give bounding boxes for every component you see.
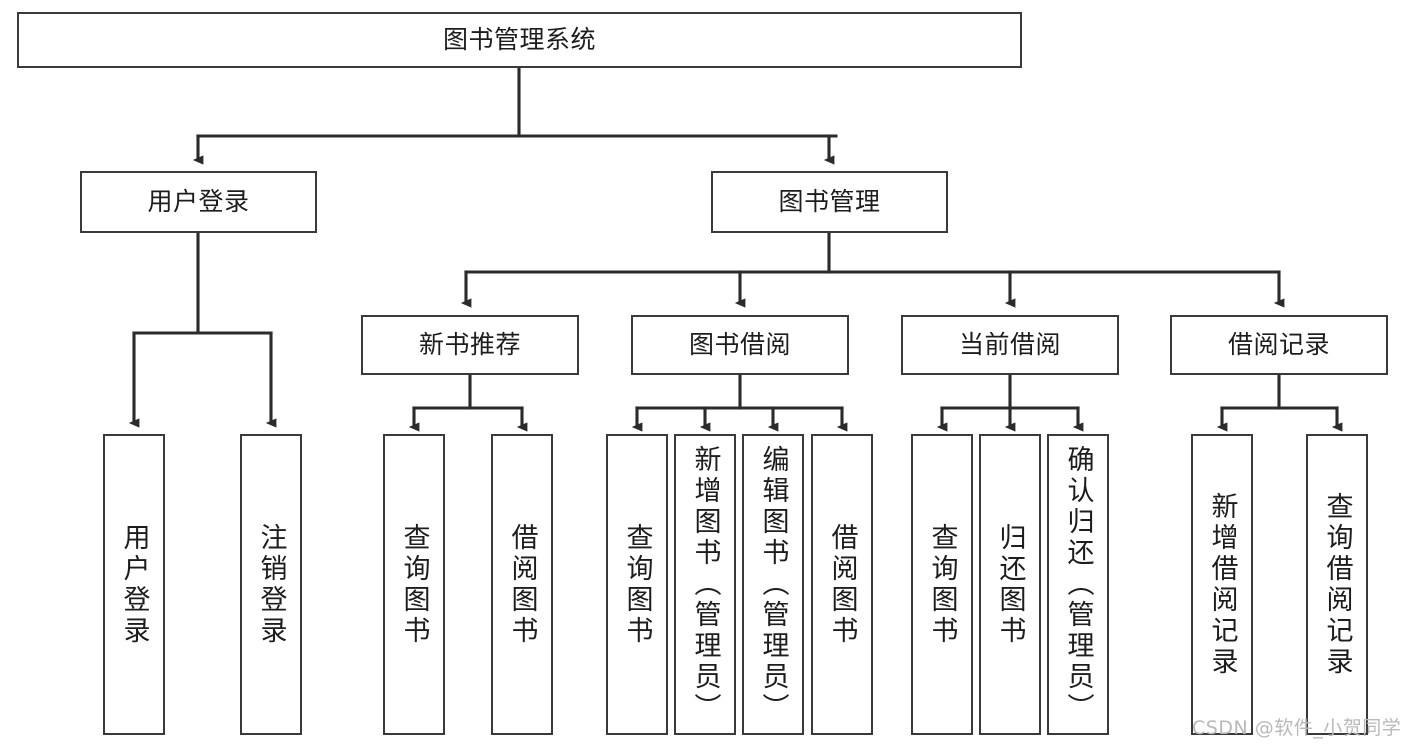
- node-leaf-borrow-edit-label: 编辑图书（管理员）: [757, 445, 789, 724]
- node-current-borrow-label: 当前借阅: [958, 330, 1061, 360]
- node-leaf-borrow-query-label: 查询图书: [621, 522, 653, 647]
- node-leaf-user-login[interactable]: 用户登录: [103, 434, 165, 735]
- node-leaf-borrow-borrow-label: 借阅图书: [826, 522, 858, 647]
- node-new-book-rec[interactable]: 新书推荐: [361, 315, 579, 375]
- node-leaf-cur-return[interactable]: 归还图书: [979, 434, 1041, 735]
- node-book-borrow-label: 图书借阅: [688, 330, 791, 360]
- node-book-borrow[interactable]: 图书借阅: [631, 315, 849, 375]
- node-leaf-rec-query[interactable]: 查询图书: [383, 434, 445, 735]
- node-new-book-rec-label: 新书推荐: [418, 330, 521, 360]
- node-book-manage[interactable]: 图书管理: [711, 171, 948, 233]
- node-leaf-user-logout[interactable]: 注销登录: [240, 434, 302, 735]
- csdn-watermark: CSDN @软件_小贺同学: [1192, 717, 1402, 739]
- node-borrow-record[interactable]: 借阅记录: [1170, 315, 1388, 375]
- node-current-borrow[interactable]: 当前借阅: [901, 315, 1119, 375]
- node-user-login-label: 用户登录: [147, 187, 250, 217]
- node-leaf-cur-query[interactable]: 查询图书: [911, 434, 973, 735]
- node-leaf-cur-confirm-label: 确认归还（管理员）: [1062, 445, 1094, 724]
- node-leaf-cur-return-label: 归还图书: [994, 522, 1026, 647]
- node-leaf-user-login-label: 用户登录: [118, 522, 150, 647]
- node-leaf-rec-search-label: 查询借阅记录: [1321, 491, 1353, 678]
- node-leaf-rec-search[interactable]: 查询借阅记录: [1306, 434, 1368, 735]
- node-leaf-rec-borrow[interactable]: 借阅图书: [491, 434, 553, 735]
- node-root[interactable]: 图书管理系统: [17, 12, 1022, 68]
- node-borrow-record-label: 借阅记录: [1227, 330, 1330, 360]
- node-leaf-rec-add[interactable]: 新增借阅记录: [1191, 434, 1253, 735]
- node-book-manage-label: 图书管理: [778, 187, 881, 217]
- node-leaf-rec-borrow-label: 借阅图书: [506, 522, 538, 647]
- node-leaf-borrow-add[interactable]: 新增图书（管理员）: [674, 434, 736, 735]
- node-root-label: 图书管理系统: [442, 25, 596, 55]
- node-user-login[interactable]: 用户登录: [80, 171, 317, 233]
- node-leaf-borrow-edit[interactable]: 编辑图书（管理员）: [742, 434, 804, 735]
- node-leaf-rec-add-label: 新增借阅记录: [1206, 491, 1238, 678]
- node-leaf-rec-query-label: 查询图书: [398, 522, 430, 647]
- node-leaf-borrow-add-label: 新增图书（管理员）: [689, 445, 721, 724]
- node-leaf-cur-confirm[interactable]: 确认归还（管理员）: [1047, 434, 1109, 735]
- node-leaf-borrow-query[interactable]: 查询图书: [606, 434, 668, 735]
- node-leaf-borrow-borrow[interactable]: 借阅图书: [811, 434, 873, 735]
- node-leaf-cur-query-label: 查询图书: [926, 522, 958, 647]
- node-leaf-user-logout-label: 注销登录: [255, 522, 287, 647]
